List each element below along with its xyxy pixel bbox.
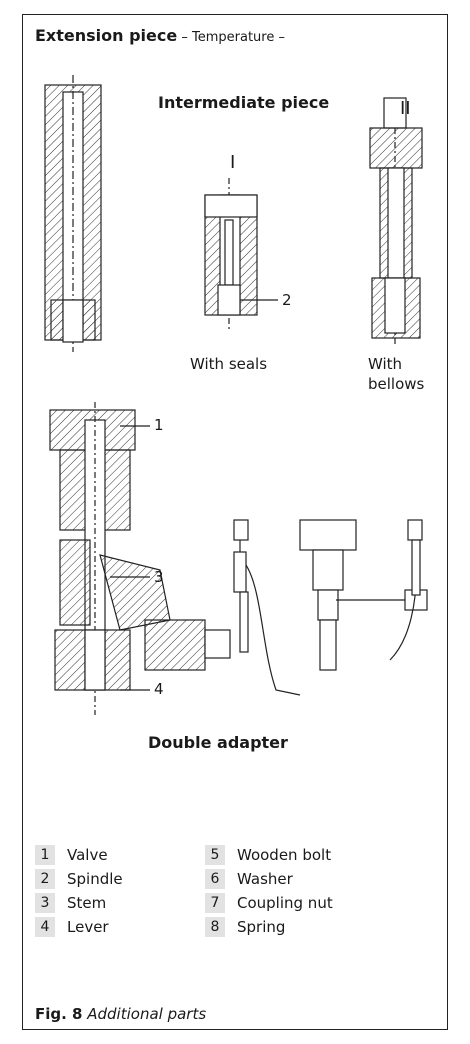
figure-header: Extension piece – Temperature –: [35, 26, 285, 45]
legend-number: 4: [35, 917, 55, 937]
figure-caption-text: Additional parts: [82, 1005, 207, 1023]
legend-label: Valve: [67, 846, 108, 864]
figure-frame: [22, 14, 448, 1030]
figure-caption: Fig. 8 Additional parts: [35, 1005, 206, 1023]
legend-label: Washer: [237, 870, 293, 888]
callout-2: 2: [282, 291, 292, 309]
header-title: Extension piece: [35, 26, 178, 45]
callout-4: 4: [154, 680, 164, 698]
callout-1: 1: [154, 416, 164, 434]
intermediate-piece-bellows-drawing: [369, 97, 423, 345]
intermediate-piece-seals-drawing: [204, 178, 278, 330]
legend-item: 3 Stem: [35, 891, 106, 915]
legend-item: 6 Washer: [205, 867, 293, 891]
legend-label: Lever: [67, 918, 109, 936]
legend-item: 2 Spindle: [35, 867, 123, 891]
legend-item: 5 Wooden bolt: [205, 843, 331, 867]
legend-label: Spindle: [67, 870, 123, 888]
double-adapter-valve-drawing: [49, 402, 231, 715]
legend-number: 8: [205, 917, 225, 937]
intermediate-piece-title: Intermediate piece: [158, 93, 330, 112]
roman-one-label: I: [230, 152, 236, 173]
callout-3: 3: [154, 568, 164, 586]
with-bellows-label-line1: With: [368, 355, 403, 373]
double-adapter-title: Double adapter: [148, 733, 288, 752]
legend-label: Stem: [67, 894, 107, 912]
legend-item: 1 Valve: [35, 843, 108, 867]
with-seals-label: With seals: [190, 355, 268, 373]
legend-label: Wooden bolt: [237, 846, 332, 864]
with-bellows-label-line2: bellows: [368, 375, 425, 393]
legend-number: 5: [205, 845, 225, 865]
legend-number: 2: [35, 869, 55, 889]
legend-number: 6: [205, 869, 225, 889]
roman-two-label: II: [400, 98, 411, 119]
legend-label: Coupling nut: [237, 894, 333, 912]
legend-number: 3: [35, 893, 55, 913]
legend-item: 7 Coupling nut: [205, 891, 333, 915]
double-adapter-schematic: [233, 519, 428, 696]
legend-number: 7: [205, 893, 225, 913]
legend-label: Spring: [237, 918, 286, 936]
legend-item: 8 Spring: [205, 915, 285, 939]
legend-number: 1: [35, 845, 55, 865]
legend-item: 4 Lever: [35, 915, 109, 939]
extension-piece-drawing: [44, 75, 102, 352]
header-subtitle: – Temperature –: [177, 30, 285, 45]
figure-number: Fig. 8: [35, 1005, 83, 1023]
